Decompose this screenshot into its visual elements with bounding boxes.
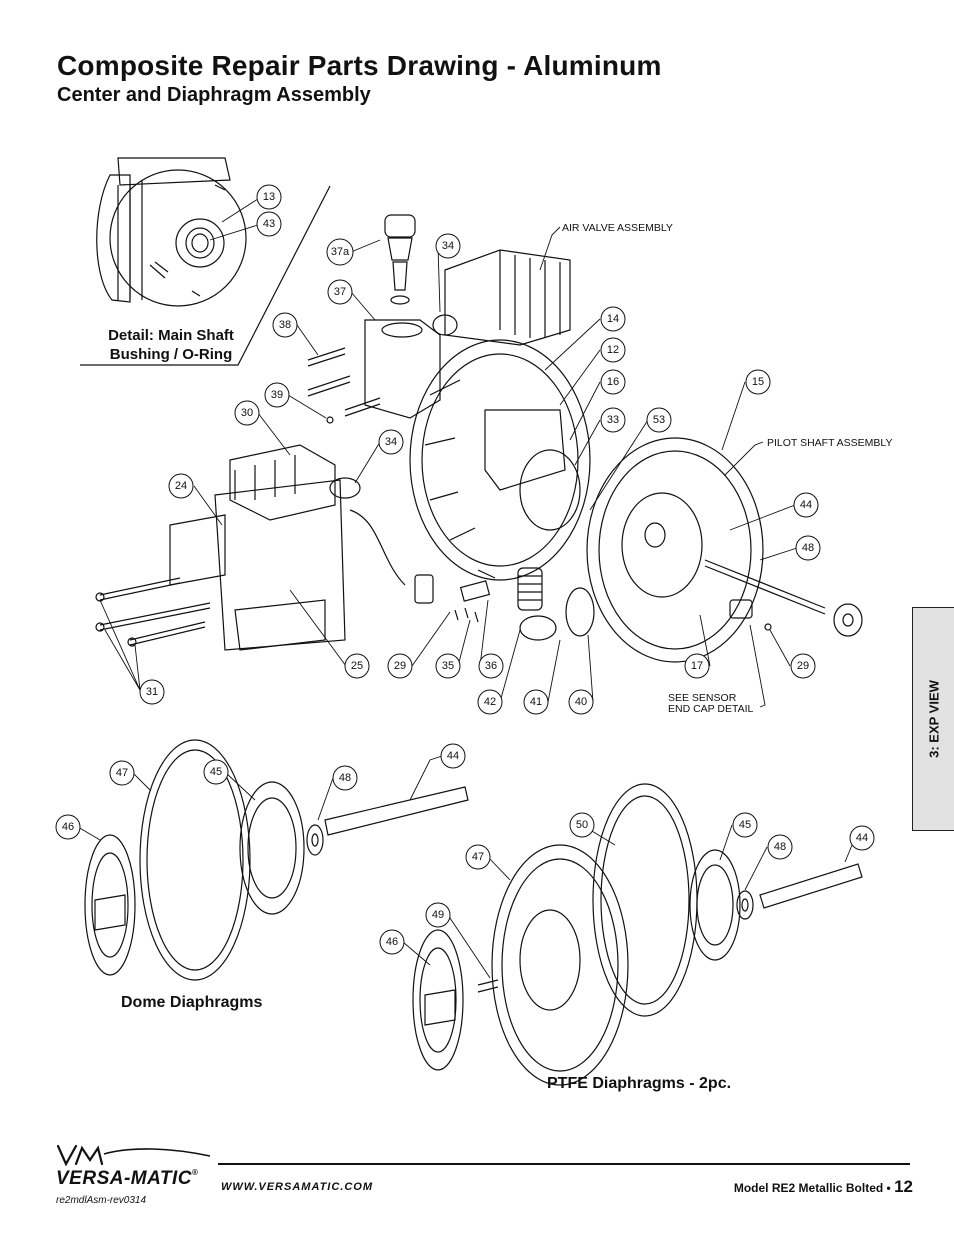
- callout-13: 13: [263, 191, 275, 203]
- vm-logo-mark-icon: [56, 1144, 211, 1167]
- callout-36: 36: [485, 660, 497, 672]
- website-text: WWW.VERSAMATIC.COM: [221, 1181, 374, 1193]
- center-block-drawing: [364, 214, 571, 419]
- ptfe-diaphragm-drawing: [412, 783, 863, 1086]
- callout-48-ptfe: 48: [774, 841, 786, 853]
- page-number: 12: [894, 1177, 913, 1196]
- callout-12: 12: [607, 344, 619, 356]
- logo-brand-text: VERSA-MATIC: [56, 1168, 193, 1189]
- callout-49: 49: [432, 909, 444, 921]
- page-title: Composite Repair Parts Drawing - Aluminu…: [57, 50, 662, 81]
- callout-48-upper: 48: [802, 542, 814, 554]
- callout-29-left: 29: [394, 660, 406, 672]
- callout-45-dome: 45: [210, 766, 222, 778]
- callout-46-dome: 46: [62, 821, 74, 833]
- detail-label-line1: Detail: Main Shaft: [108, 327, 234, 344]
- callout-44-upper: 44: [800, 499, 812, 511]
- small-parts-drawing: [454, 567, 595, 641]
- callout-37a: 37a: [331, 246, 350, 258]
- model-page-info: Model RE2 Metallic Bolted • 12: [734, 1177, 913, 1197]
- callout-16: 16: [607, 376, 619, 388]
- callout-47-ptfe: 47: [472, 851, 484, 863]
- note-end-cap-detail: END CAP DETAIL: [668, 703, 754, 715]
- dome-diaphragms-label: Dome Diaphragms: [121, 994, 263, 1011]
- screws-drawing: [307, 347, 381, 424]
- callout-45-ptfe: 45: [739, 819, 751, 831]
- pilot-housing-drawing: [169, 444, 434, 651]
- note-pilot-shaft-assembly: PILOT SHAFT ASSEMBLY: [767, 437, 892, 449]
- callout-38: 38: [279, 319, 291, 331]
- callout-42: 42: [484, 696, 496, 708]
- note-air-valve-assembly: AIR VALVE ASSEMBLY: [562, 222, 673, 234]
- callout-17: 17: [691, 660, 703, 672]
- callout-30: 30: [241, 407, 253, 419]
- callout-41: 41: [530, 696, 542, 708]
- page-subtitle: Center and Diaphragm Assembly: [57, 84, 371, 106]
- detail-label-line2: Bushing / O-Ring: [109, 346, 233, 363]
- detail-bushing-drawing: [96, 157, 247, 307]
- callout-48-dome: 48: [339, 772, 351, 784]
- callout-37: 37: [334, 286, 346, 298]
- callout-33: 33: [607, 414, 619, 426]
- ptfe-diaphragms-label: PTFE Diaphragms - 2pc.: [547, 1075, 732, 1092]
- section-tab-label: 3: EXP VIEW: [926, 680, 941, 758]
- callout-34-upper: 34: [442, 240, 454, 252]
- callout-25: 25: [351, 660, 363, 672]
- revision-code: re2mdlAsm-rev0314: [56, 1195, 147, 1206]
- callout-43: 43: [263, 218, 275, 230]
- detail-label: Detail: Main Shaft Bushing / O-Ring: [100, 326, 242, 364]
- callout-15: 15: [752, 376, 764, 388]
- callout-35: 35: [442, 660, 454, 672]
- versa-matic-logo: VERSA-MATIC®: [52, 1140, 214, 1196]
- callout-40: 40: [575, 696, 587, 708]
- end-cap-drawing: [586, 437, 863, 663]
- callout-53: 53: [653, 414, 665, 426]
- callout-44-dome: 44: [447, 750, 459, 762]
- callout-47-dome: 47: [116, 767, 128, 779]
- exploded-view-drawing: 13 43 37a 34 37 38 39 30 34 24 14 12 16 …: [55, 157, 892, 1086]
- leader-lines: [77, 196, 856, 979]
- detail-divider: [80, 185, 331, 366]
- dome-diaphragm-drawing: [84, 739, 469, 981]
- callout-46-ptfe: 46: [386, 936, 398, 948]
- callout-31: 31: [146, 686, 158, 698]
- callout-39: 39: [271, 389, 283, 401]
- section-tab: 3: EXP VIEW: [912, 607, 954, 831]
- note-see-sensor: SEE SENSOR: [668, 692, 737, 704]
- callout-14: 14: [607, 313, 619, 325]
- tie-rods-drawing: [95, 577, 211, 647]
- footer-rule: [218, 1163, 910, 1165]
- callout-29-right: 29: [797, 660, 809, 672]
- callout-circles: [55, 184, 875, 955]
- logo-wordmark: VERSA-MATIC®: [56, 1168, 198, 1190]
- callout-34-lower: 34: [385, 436, 397, 448]
- callout-44-ptfe: 44: [856, 832, 868, 844]
- logo-registered-mark: ®: [192, 1168, 199, 1177]
- callout-24: 24: [175, 480, 187, 492]
- model-text: Model RE2 Metallic Bolted •: [733, 1181, 891, 1195]
- callout-50: 50: [576, 819, 588, 831]
